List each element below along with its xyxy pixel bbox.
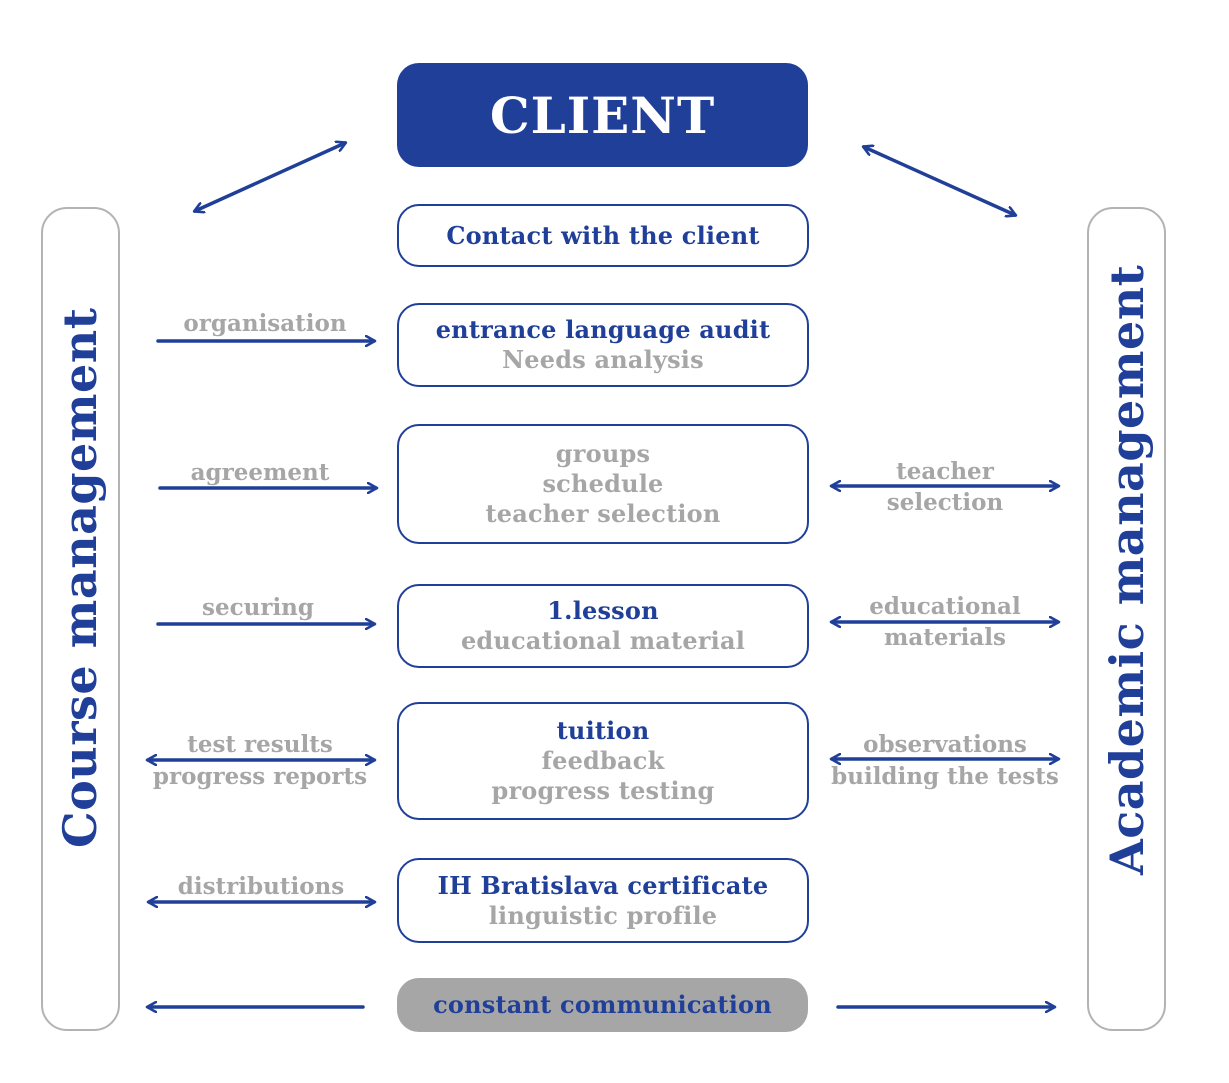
audit-box: entrance language audit Needs analysis xyxy=(397,303,809,387)
label-distributions: distributions xyxy=(177,873,345,900)
label-test-results: test results xyxy=(187,731,333,758)
certificate-box: IH Bratislava certificate linguistic pro… xyxy=(397,858,809,943)
label-securing: securing xyxy=(202,594,314,621)
label-progress-reports: progress reports xyxy=(152,763,368,790)
label-building-tests: building the tests xyxy=(831,763,1059,790)
certificate-title: IH Bratislava certificate xyxy=(437,870,769,900)
diagonal-arrow-left xyxy=(195,143,345,211)
lesson-title: 1.lesson xyxy=(547,596,659,625)
teacher-selection-line: teacher selection xyxy=(485,499,721,528)
lesson-box: 1.lesson educational material xyxy=(397,584,809,668)
groups-box: groups schedule teacher selection xyxy=(397,424,809,544)
schedule-line: schedule xyxy=(542,469,664,498)
certificate-subtitle: linguistic profile xyxy=(488,900,718,930)
audit-subtitle: Needs analysis xyxy=(502,345,704,374)
tuition-title: tuition xyxy=(556,716,650,745)
contact-box: Contact with the client xyxy=(397,204,809,267)
contact-text: Contact with the client xyxy=(446,220,760,250)
diagonal-arrow-right xyxy=(864,147,1015,215)
constant-communication-box: constant communication xyxy=(397,978,808,1032)
constant-communication-text: constant communication xyxy=(433,990,772,1019)
course-management-panel xyxy=(41,207,120,1031)
audit-title: entrance language audit xyxy=(435,315,771,344)
lesson-subtitle: educational material xyxy=(460,626,746,655)
label-agreement: agreement xyxy=(190,459,330,486)
label-educational: educational xyxy=(869,593,1021,620)
label-materials: materials xyxy=(884,624,1006,651)
client-header: CLIENT xyxy=(397,63,808,167)
tuition-box: tuition feedback progress testing xyxy=(397,702,809,820)
progress-testing-line: progress testing xyxy=(491,776,715,805)
academic-management-panel xyxy=(1087,207,1166,1031)
feedback-line: feedback xyxy=(541,746,665,775)
groups-line: groups xyxy=(555,439,651,468)
label-organisation: organisation xyxy=(183,310,347,337)
label-selection: selection xyxy=(886,489,1004,516)
